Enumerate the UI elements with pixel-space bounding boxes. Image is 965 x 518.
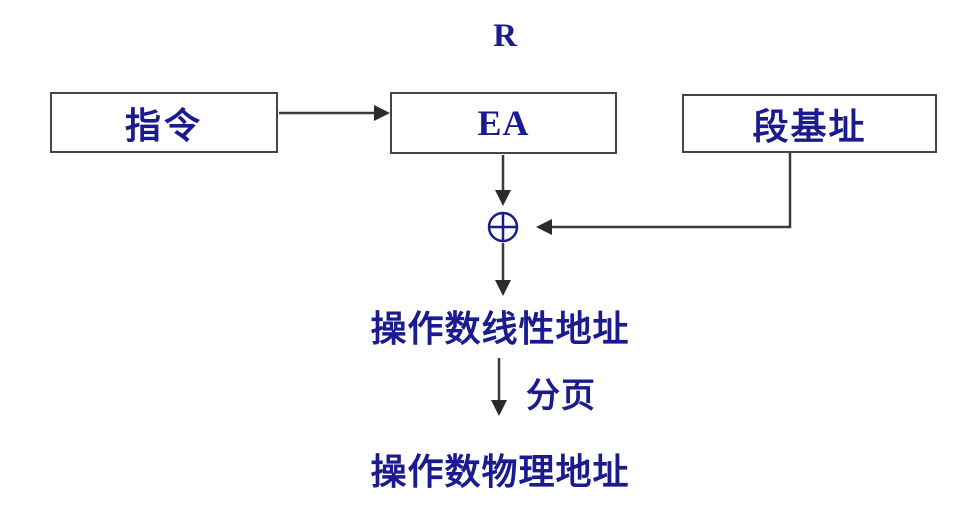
- linear-address-label: 操作数线性地址: [370, 309, 630, 349]
- arrow-segment-base-to-adder: [536, 152, 792, 235]
- instruction-box: 指令: [50, 92, 278, 153]
- segment-base-box-label: 段基址: [752, 106, 867, 147]
- arrow-ea-to-adder: [495, 155, 511, 206]
- effective-address-box: EA: [390, 92, 617, 154]
- adder-icon: [487, 211, 519, 243]
- arrow-instruction-to-ea: [279, 105, 390, 121]
- register-label: R: [493, 18, 517, 54]
- physical-address-label: 操作数物理地址: [370, 452, 630, 492]
- paging-label: 分页: [526, 378, 596, 415]
- arrow-linear-to-physical-address: [491, 358, 507, 416]
- effective-address-box-label: EA: [477, 103, 530, 143]
- segment-base-box: 段基址: [682, 94, 937, 153]
- instruction-box-label: 指令: [124, 105, 203, 146]
- arrow-adder-to-linear-address: [495, 243, 511, 296]
